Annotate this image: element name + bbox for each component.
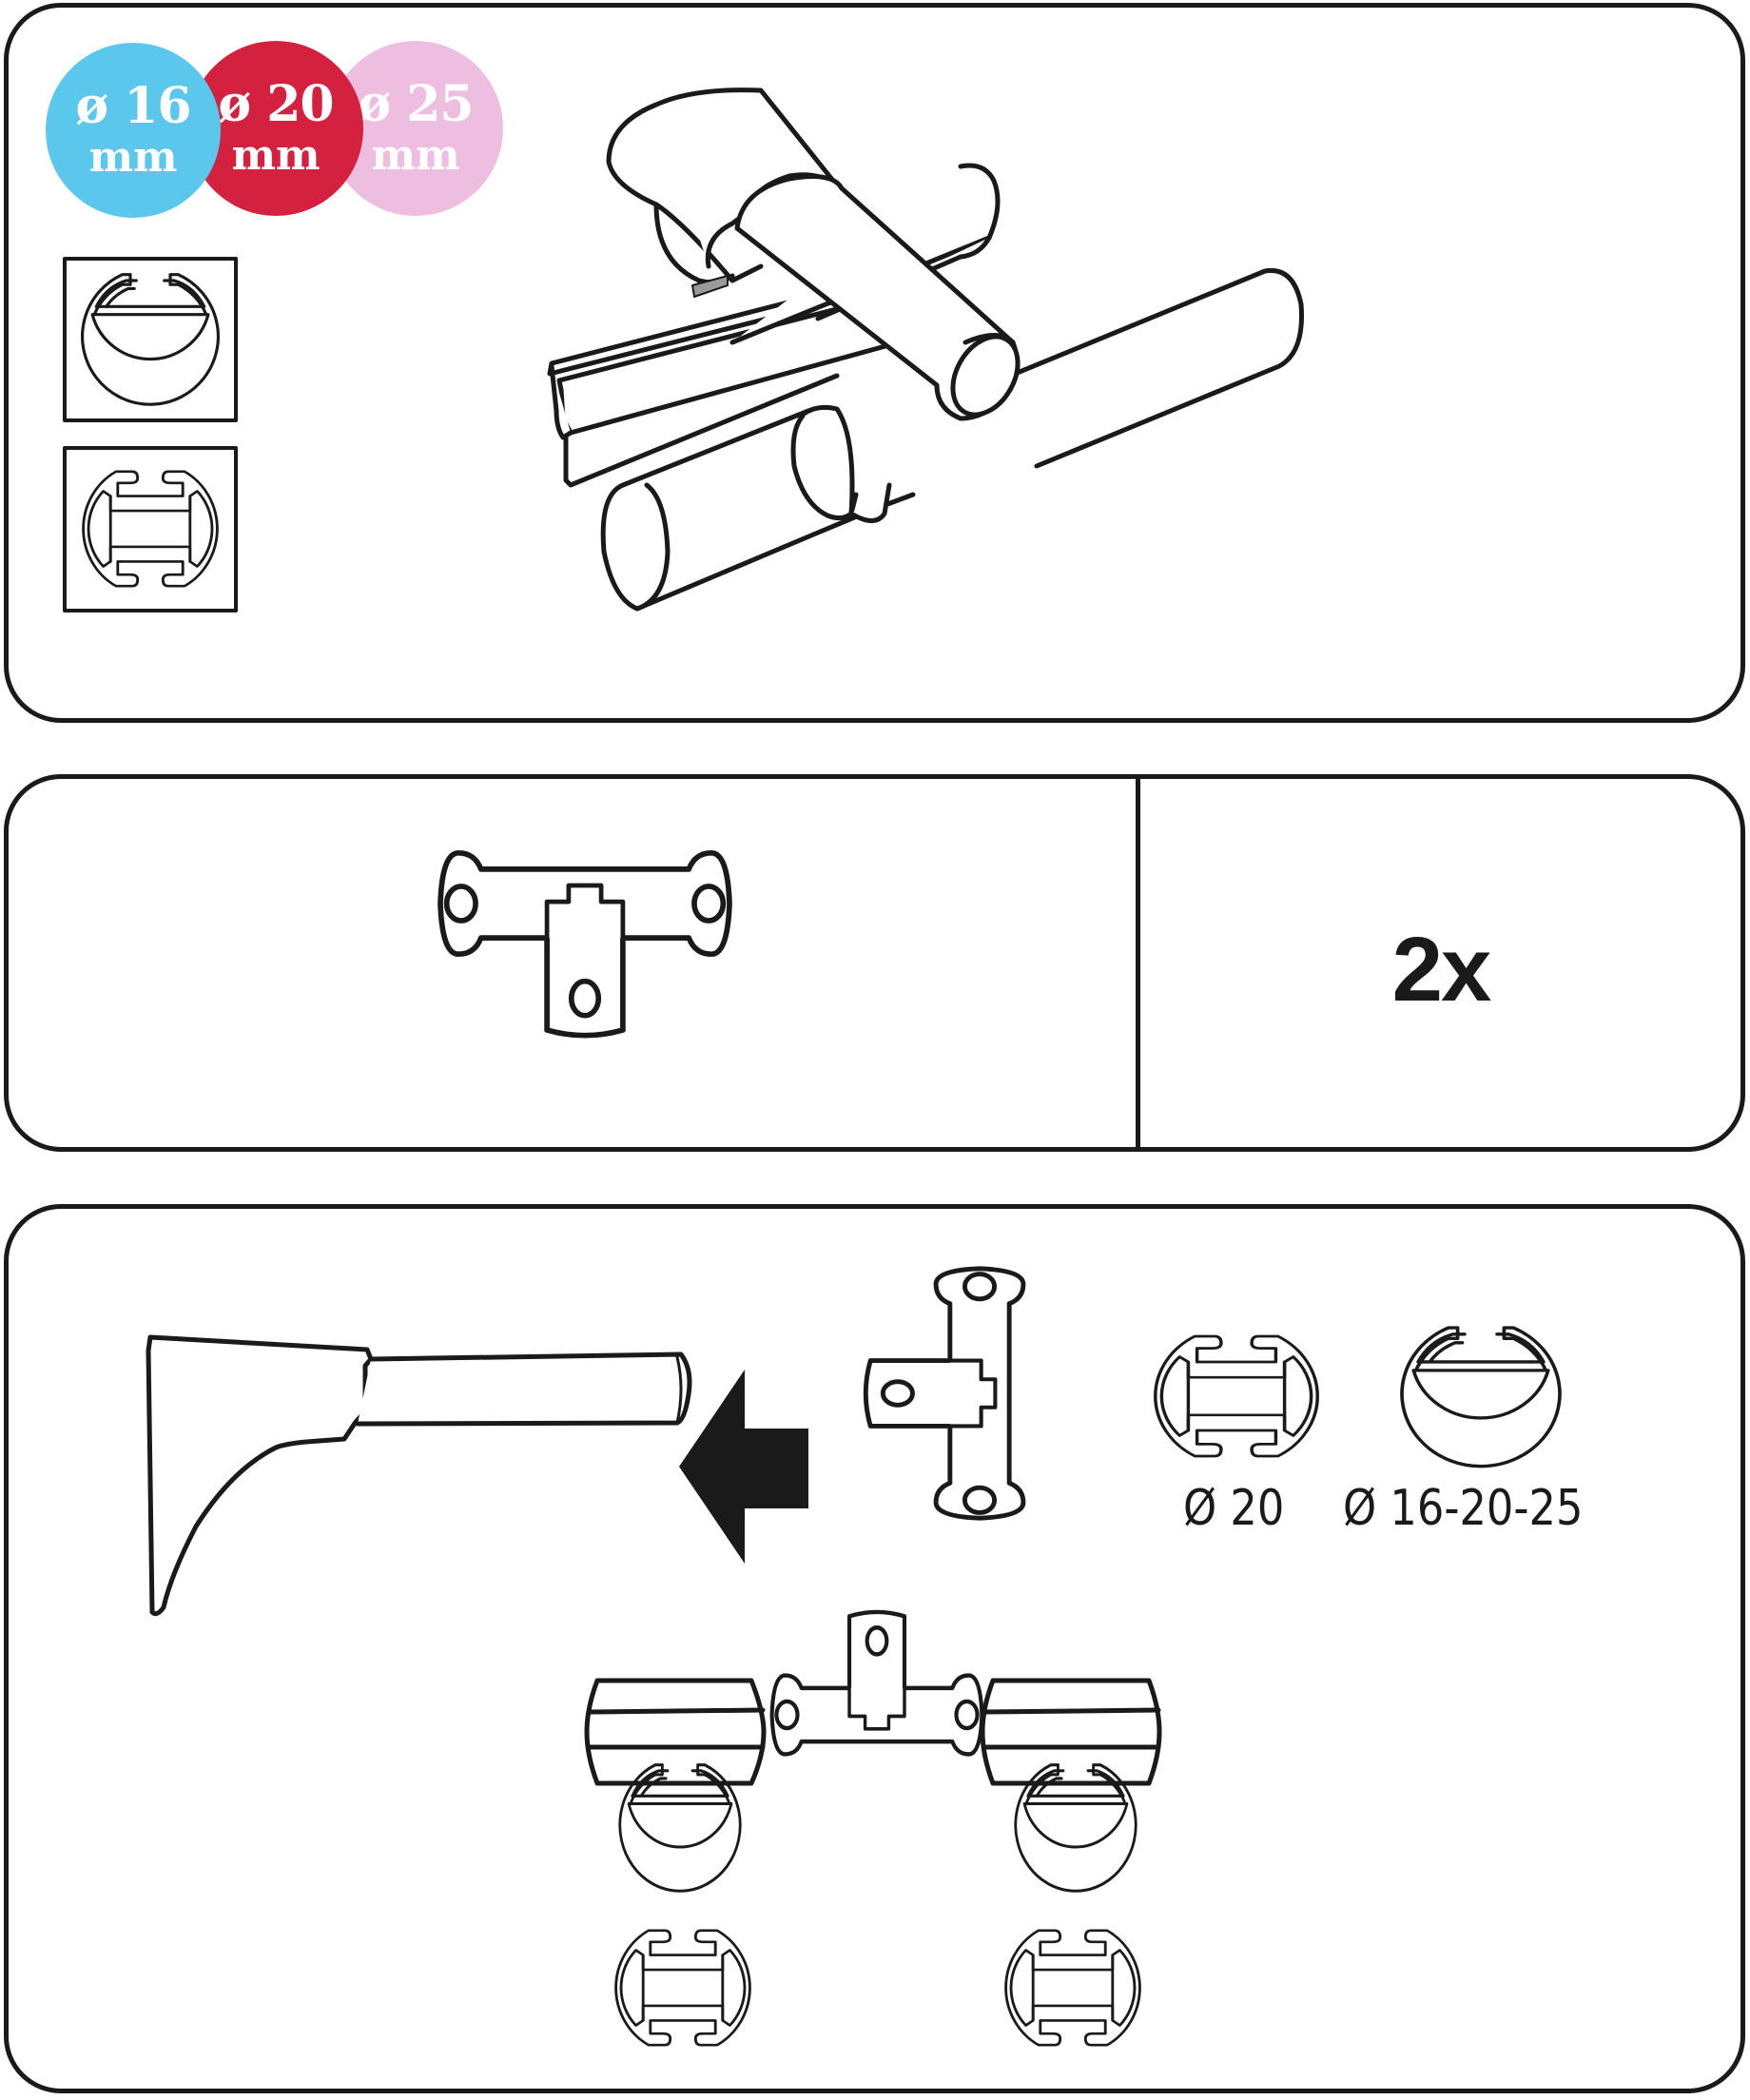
badge-25-unit: mm (371, 131, 460, 180)
assembly-panel (4, 1204, 1745, 2093)
round-profile-label: Ø 16-20-25 (1343, 1480, 1584, 1537)
badge-20-unit: mm (231, 131, 321, 180)
badge-16-unit: mm (88, 133, 178, 182)
quantity-label: 2x (1391, 919, 1492, 1021)
badge-20-value: ø 20 (218, 75, 334, 133)
parts-panel (4, 774, 1745, 1152)
panel-divider (1136, 779, 1140, 1147)
h-profile-label: Ø 20 (1183, 1480, 1285, 1537)
size-badge-20mm: ø 20 mm (188, 41, 363, 216)
badge-16-value: ø 16 (75, 77, 191, 135)
size-badge-16mm: ø 16 mm (46, 43, 221, 218)
badge-25-value: ø 25 (358, 75, 474, 133)
